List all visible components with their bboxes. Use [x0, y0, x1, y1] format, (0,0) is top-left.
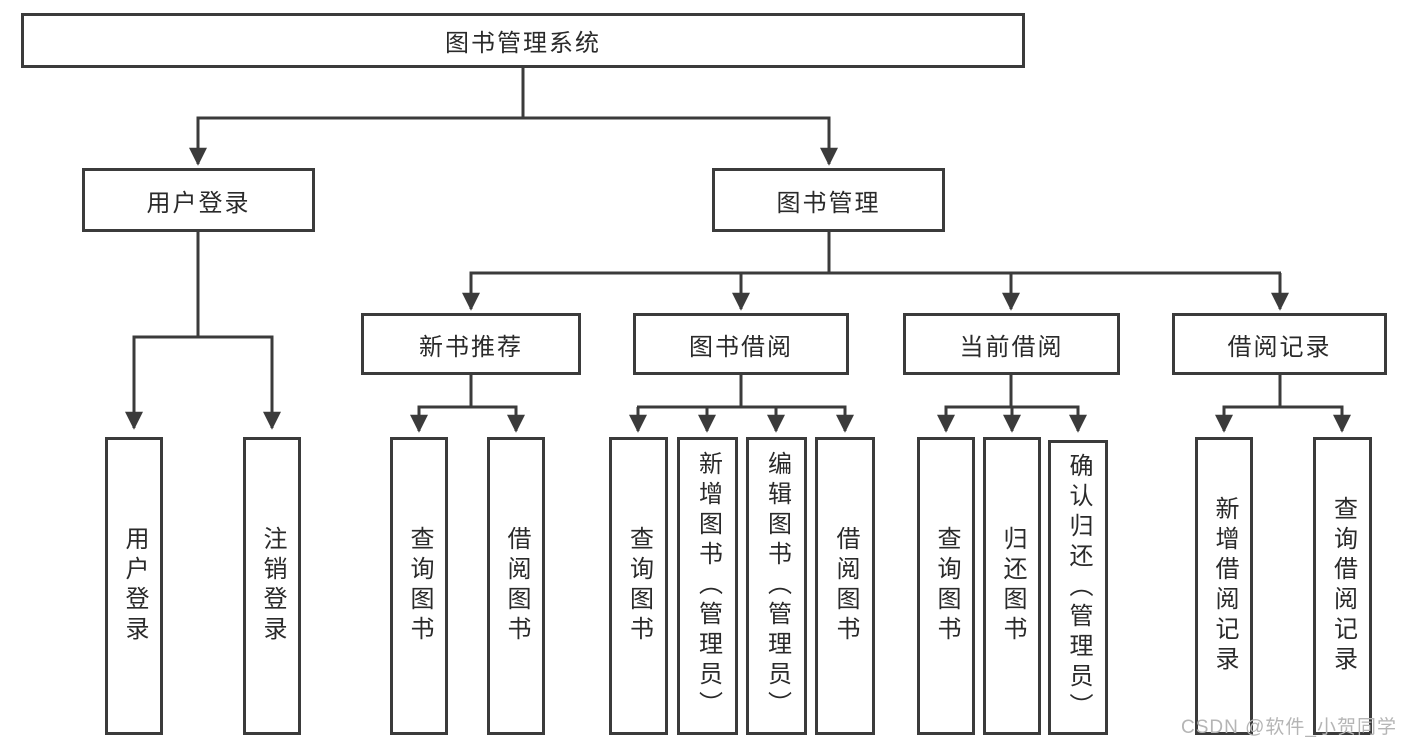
node-root-label: 图书管理系统 — [445, 30, 601, 57]
leaf-borrow-books: 借阅图书 — [815, 437, 875, 735]
leaf-return-books-label: 归还图书 — [999, 526, 1026, 646]
node-user-login: 用户登录 — [82, 168, 315, 232]
leaf-add-books-admin-label: 新增图书（管理员） — [694, 451, 722, 721]
leaf-add-borrow-record: 新增借阅记录 — [1195, 437, 1253, 735]
leaf-return-books: 归还图书 — [983, 437, 1041, 735]
node-user-login-label: 用户登录 — [146, 189, 251, 217]
node-book-management: 图书管理 — [712, 168, 945, 232]
leaf-borrow-books-recommend: 借阅图书 — [487, 437, 545, 735]
node-book-management-label: 图书管理 — [776, 189, 881, 217]
node-root: 图书管理系统 — [21, 13, 1025, 68]
leaf-query-borrow-record-label: 查询借阅记录 — [1329, 496, 1357, 676]
leaf-borrow-books-recommend-label: 借阅图书 — [503, 526, 530, 646]
node-new-book-recommend: 新书推荐 — [361, 313, 581, 375]
leaf-query-books-recommend-label: 查询图书 — [406, 526, 433, 646]
leaf-query-books-borrow-label: 查询图书 — [625, 526, 653, 646]
leaf-query-books-current: 查询图书 — [917, 437, 975, 735]
node-book-borrow: 图书借阅 — [633, 313, 849, 375]
leaf-query-books-recommend: 查询图书 — [390, 437, 448, 735]
leaf-borrow-books-label: 借阅图书 — [832, 526, 859, 646]
leaf-user-login: 用户登录 — [105, 437, 163, 735]
leaf-add-borrow-record-label: 新增借阅记录 — [1211, 496, 1238, 676]
leaf-logout-login-label: 注销登录 — [259, 526, 286, 646]
node-borrow-records-label: 借阅记录 — [1227, 333, 1332, 361]
node-current-borrow: 当前借阅 — [903, 313, 1120, 375]
node-book-borrow-label: 图书借阅 — [689, 333, 793, 361]
leaf-add-books-admin: 新增图书（管理员） — [677, 437, 738, 735]
node-new-book-recommend-label: 新书推荐 — [419, 333, 523, 361]
leaf-edit-books-admin-label: 编辑图书（管理员） — [763, 451, 791, 721]
node-current-borrow-label: 当前借阅 — [959, 333, 1064, 361]
leaf-confirm-return-admin: 确认归还（管理员） — [1048, 440, 1108, 735]
leaf-logout-login: 注销登录 — [243, 437, 301, 735]
leaf-query-borrow-record: 查询借阅记录 — [1313, 437, 1372, 735]
leaf-edit-books-admin: 编辑图书（管理员） — [746, 437, 807, 735]
leaf-query-books-current-label: 查询图书 — [933, 526, 960, 646]
leaf-user-login-label: 用户登录 — [121, 526, 148, 646]
node-borrow-records: 借阅记录 — [1172, 313, 1387, 375]
leaf-query-books-borrow: 查询图书 — [609, 437, 668, 735]
leaf-confirm-return-admin-label: 确认归还（管理员） — [1065, 452, 1092, 723]
